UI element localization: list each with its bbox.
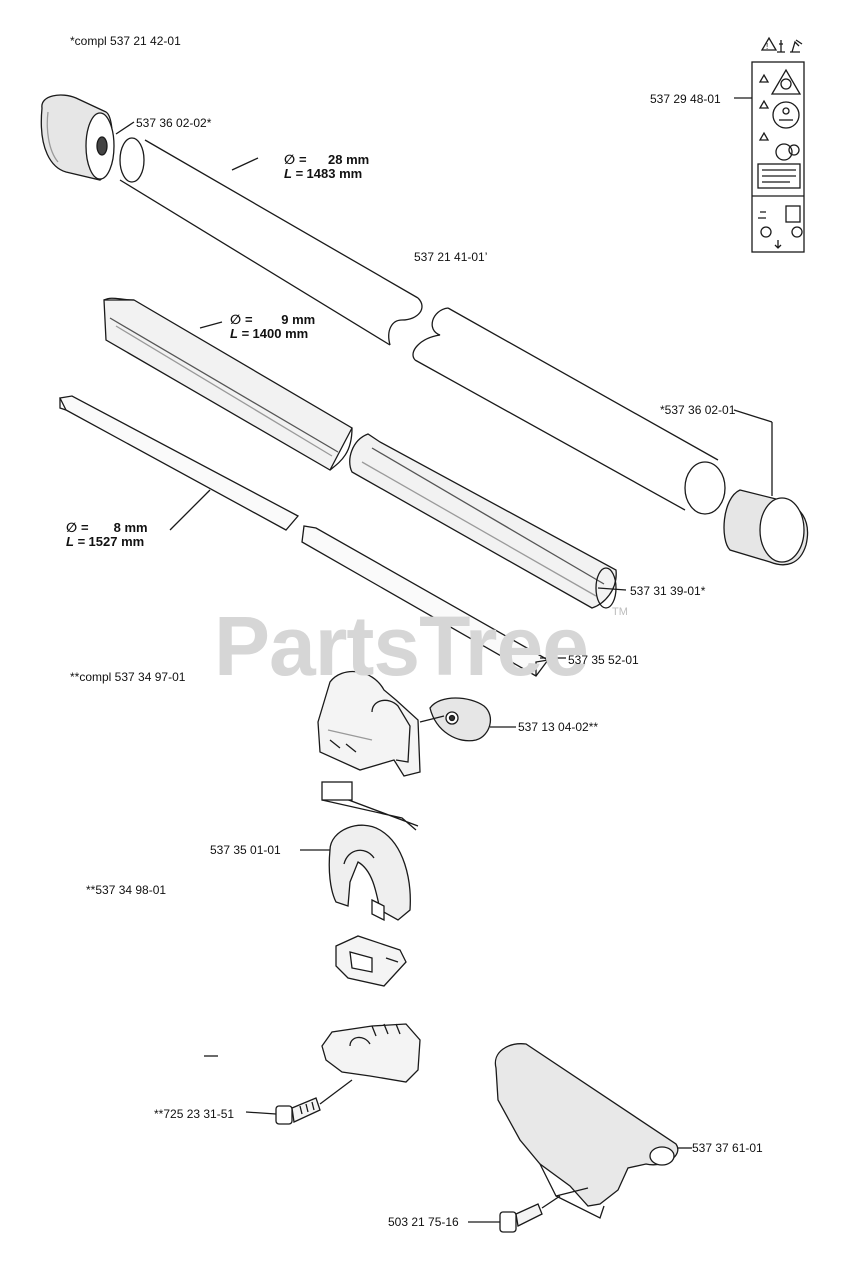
label-compl-top: *compl 537 21 42-01 bbox=[70, 34, 181, 48]
label-537-21-41-01: 537 21 41-01’ bbox=[414, 250, 488, 264]
drive-tube-upper bbox=[119, 137, 423, 346]
decal-sheet bbox=[751, 61, 805, 253]
watermark: PartsTree bbox=[214, 599, 589, 693]
lower-bracket bbox=[321, 1023, 421, 1083]
dim-sleeve-diameter: ∅ = 9 mm bbox=[230, 312, 316, 327]
label-537-36-02-01: *537 36 02-01 bbox=[660, 403, 736, 417]
label-537-34-98-01: **537 34 98-01 bbox=[86, 883, 167, 897]
screw-left bbox=[245, 1079, 353, 1125]
d-handle bbox=[328, 824, 411, 922]
drive-tube-lower bbox=[412, 307, 726, 515]
warning-decal-icons: ! bbox=[760, 36, 803, 53]
end-plug-right bbox=[723, 409, 809, 566]
label-537-31-39-01: 537 31 39-01* bbox=[630, 584, 706, 598]
dim-sleeve-length: L = 1400 mm bbox=[230, 326, 309, 341]
dim-tube-length: L = 1483 mm bbox=[284, 166, 363, 181]
label-compl-mid: **compl 537 34 97-01 bbox=[70, 670, 186, 684]
label-503-21-75-16: 503 21 75-16 bbox=[388, 1215, 459, 1229]
drive-shaft-lower bbox=[301, 525, 549, 677]
handle-clamp-upper bbox=[317, 670, 421, 831]
svg-text:!: ! bbox=[766, 42, 768, 51]
guard-cover bbox=[494, 1043, 679, 1219]
dim-shaft-length: L = 1527 mm bbox=[66, 534, 145, 549]
guide-sleeve-lower bbox=[349, 433, 617, 609]
label-537-35-52-01: 537 35 52-01 bbox=[568, 653, 639, 667]
label-537-35-01-01: 537 35 01-01 bbox=[210, 843, 281, 857]
label-537-29-48-01: 537 29 48-01 bbox=[650, 92, 721, 106]
dim-shaft-diameter: ∅ = 8 mm bbox=[66, 520, 148, 535]
dim-tube-diameter: ∅ = 28 mm bbox=[284, 152, 370, 167]
guide-sleeve-upper bbox=[103, 297, 353, 471]
label-537-36-02-02: 537 36 02-02* bbox=[136, 116, 212, 130]
label-725-23-31-51: **725 23 31-51 bbox=[154, 1107, 235, 1121]
watermark-tm: TM bbox=[612, 606, 628, 618]
leader-lines bbox=[115, 97, 752, 1149]
screw-right bbox=[468, 1195, 561, 1233]
end-plug-left bbox=[40, 94, 115, 181]
clamp-block bbox=[335, 935, 407, 987]
drive-shaft-upper bbox=[59, 395, 300, 531]
wing-nut bbox=[419, 697, 492, 742]
label-537-37-61-01: 537 37 61-01 bbox=[692, 1141, 763, 1155]
label-537-13-04-02: 537 13 04-02** bbox=[518, 720, 599, 734]
